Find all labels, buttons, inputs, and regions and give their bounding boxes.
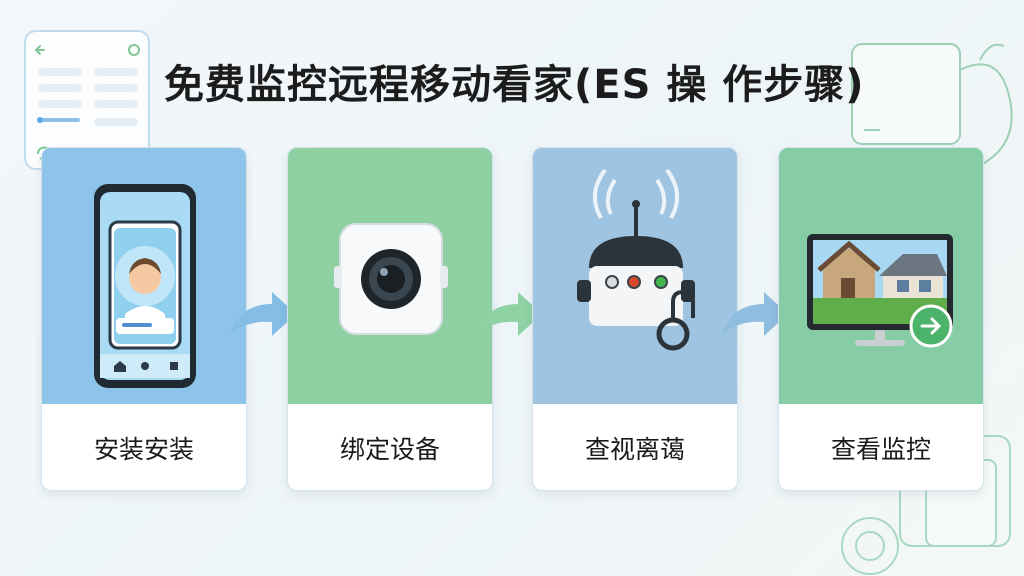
step-card-view-monitoring[interactable]: 查看监控	[778, 147, 984, 491]
mini-app-screen-decoration	[24, 30, 150, 170]
step-label-view-monitoring: 查看监控	[830, 435, 931, 464]
smartphone-app-icon	[94, 184, 196, 388]
arrow-right-icon	[722, 292, 788, 336]
arrow-right-icon	[230, 292, 296, 336]
step-card-bind-device[interactable]: 绑定设备	[287, 147, 493, 491]
camera-icon	[334, 223, 448, 335]
step-label-install: 安装安装	[93, 435, 194, 464]
step-label-view-device: 查视离蔼	[584, 435, 685, 464]
monitor-house-icon	[807, 234, 953, 348]
step-card-install[interactable]: 安装安装	[41, 147, 247, 491]
wifi-robot-camera-icon	[577, 168, 695, 351]
step-label-bind-device: 绑定设备	[339, 435, 440, 464]
arrow-right-icon	[476, 292, 542, 336]
page-title: 免费监控远程移动看家(ES 操 作步骤)	[164, 62, 865, 108]
step-card-view-device[interactable]: 查视离蔼	[532, 147, 738, 491]
outline-device-decoration	[851, 43, 1013, 171]
